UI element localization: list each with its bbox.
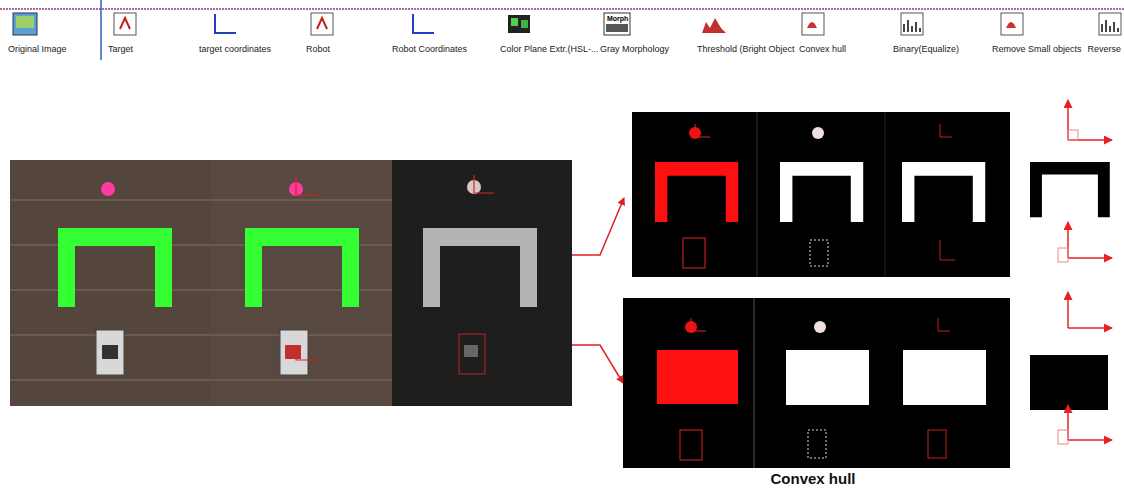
detected-photo bbox=[210, 160, 392, 406]
step-label: Robot Coordinates bbox=[392, 44, 467, 55]
step-label: Threshold (Bright Object bbox=[697, 44, 795, 55]
step-label: Reverse bbox=[1087, 44, 1121, 55]
step-label: Original Image bbox=[8, 44, 67, 55]
convex-hull-panels bbox=[623, 298, 1010, 468]
flow-arrow bbox=[572, 198, 624, 255]
reversed-results bbox=[1030, 100, 1112, 444]
step-label: target coordinates bbox=[199, 44, 271, 55]
step-label: Gray Morphology bbox=[600, 44, 669, 55]
step-label: Color Plane Extr.(HSL-... bbox=[500, 44, 599, 55]
step-label: Convex hull bbox=[799, 44, 846, 55]
step-label: Remove Small objects bbox=[992, 44, 1082, 55]
step-label: Binary(Equalize) bbox=[893, 44, 959, 55]
toolbar-icons bbox=[13, 13, 1121, 35]
threshold-panels-u bbox=[632, 112, 1010, 277]
grayscale-photo bbox=[392, 160, 572, 406]
original-photo bbox=[10, 160, 210, 406]
step-label: Target bbox=[108, 44, 133, 55]
figure-caption: Convex hull bbox=[770, 470, 855, 488]
flow-arrow bbox=[572, 345, 623, 383]
icon-text: Morph bbox=[607, 15, 628, 23]
step-label: Robot bbox=[306, 44, 330, 55]
